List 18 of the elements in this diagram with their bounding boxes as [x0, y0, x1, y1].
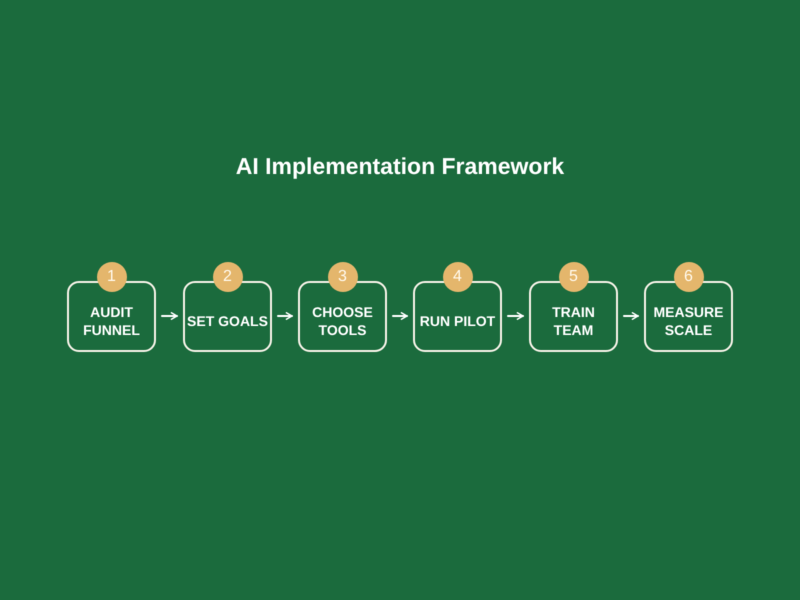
step-number-badge: 1	[96, 262, 126, 292]
step-number-badge: 5	[558, 262, 588, 292]
step-label: AUDIT FUNNEL	[82, 302, 141, 338]
step-number-badge: 2	[212, 262, 242, 292]
step-number-badge: 6	[674, 262, 704, 292]
arrow	[623, 312, 639, 320]
step-label: MEASURE SCALE	[652, 302, 724, 338]
arrow	[392, 312, 408, 320]
arrow	[161, 312, 178, 320]
step-label: RUN PILOT	[420, 312, 496, 330]
step-label: SET GOALS	[187, 312, 268, 330]
step-label: CHOOSE TOOLS	[311, 302, 374, 338]
arrow	[507, 312, 524, 320]
step-number-badge: 4	[442, 262, 472, 292]
step-label: TRAIN TEAM	[551, 302, 596, 338]
diagram-title: AI Implementation Framework	[234, 153, 566, 180]
step-number-badge: 3	[328, 262, 358, 292]
arrow	[277, 312, 293, 320]
